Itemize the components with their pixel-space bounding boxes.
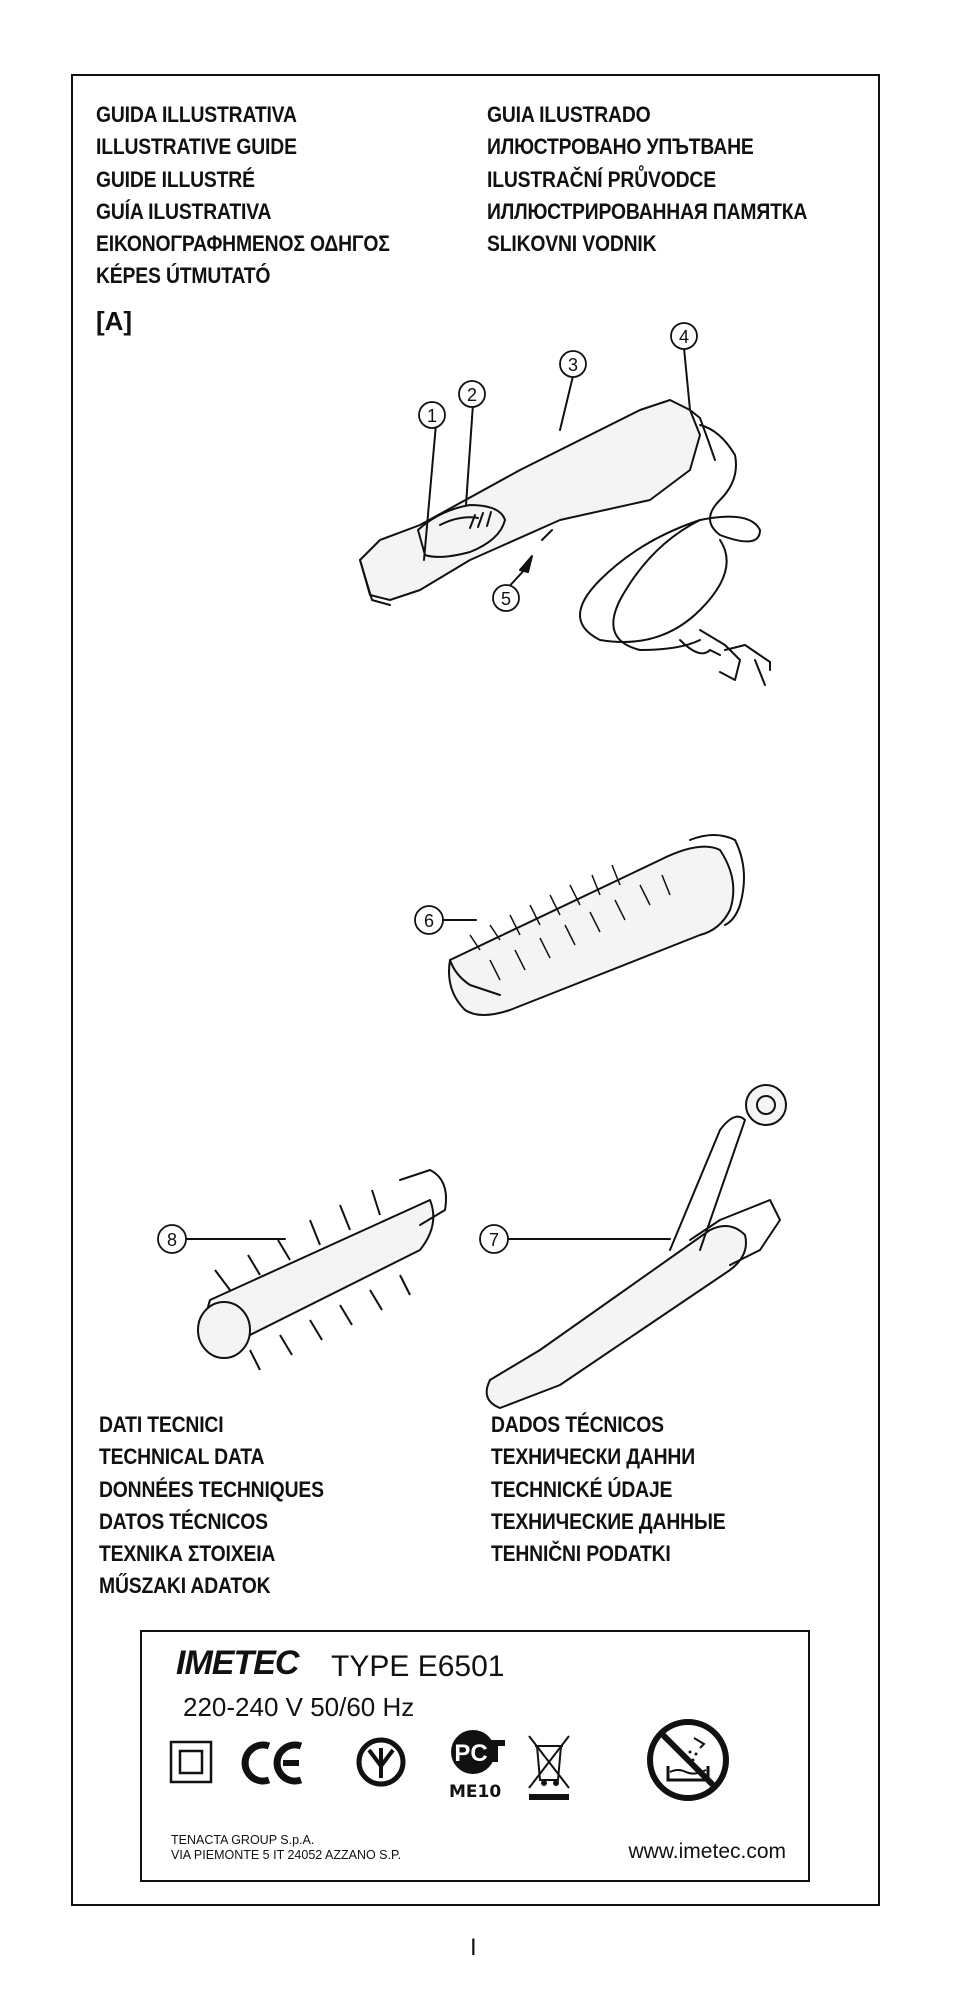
gost-pct-mark-icon: PC [451, 1730, 505, 1774]
heading-line: GUÍA ILUSTRATIVA [96, 198, 272, 224]
heading-line: ТЕХНИЧЕСКИ ДАННИ [491, 1444, 695, 1470]
callout-5: 5 [501, 589, 511, 609]
manufacturer-address: VIA PIEMONTE 5 IT 24052 AZZANO S.P. [171, 1848, 402, 1862]
bristles [469, 864, 671, 981]
callout-2: 2 [467, 385, 477, 405]
manufacturer-info: TENACTA GROUP S.p.A. VIA PIEMONTE 5 IT 2… [171, 1833, 401, 1863]
callout-circles [157, 322, 698, 1254]
svg-text:PC: PC [454, 1740, 487, 1767]
heading-line: GUIDE ILLUSTRÉ [96, 166, 255, 192]
heading-line: MŰSZAKI ADATOK [99, 1573, 271, 1599]
page-frame [71, 74, 880, 1906]
guide-headings-right: GUIA ILUSTRADO ИЛЮСТРОВАНО УПЪТВАНЕ ILUS… [487, 99, 807, 260]
website-url: www.imetec.com [628, 1840, 786, 1863]
heading-line: ILLUSTRATIVE GUIDE [96, 134, 297, 160]
heading-line: KÉPES ÚTMUTATÓ [96, 263, 271, 289]
model-type: TYPE E6501 [331, 1650, 505, 1683]
callout-6: 6 [424, 911, 434, 931]
brush-attachment-illustration [448, 834, 745, 1016]
manufacturer-name: TENACTA GROUP S.p.A. [171, 1833, 315, 1847]
guide-headings-left: GUIDA ILLUSTRATIVA ILLUSTRATIVE GUIDE GU… [96, 99, 390, 293]
heading-line: DADOS TÉCNICOS [491, 1412, 664, 1437]
power-rating: 220-240 V 50/60 Hz [183, 1692, 415, 1722]
tech-headings-right: DADOS TÉCNICOS ТЕХНИЧЕСКИ ДАННИ TECHNICK… [491, 1409, 726, 1570]
callout-1: 1 [427, 406, 437, 426]
class-ii-icon [169, 1740, 213, 1784]
heading-line: TECHNICKÉ ÚDAJE [491, 1476, 673, 1502]
tech-headings-left: DATI TECNICI TECHNICAL DATA DONNÉES TECH… [99, 1409, 324, 1603]
brand-logo: IMETEC [176, 1644, 299, 1682]
heading-line: TEHNIČNI PODATKI [491, 1541, 671, 1567]
heading-line: ТЕХНИЧЕСКИЕ ДАННЫЕ [491, 1508, 726, 1534]
round-brush-bristles [214, 1189, 411, 1371]
heading-line: DATI TECNICI [99, 1412, 224, 1437]
heading-line: DATOS TÉCNICOS [99, 1508, 268, 1534]
callout-7: 7 [489, 1230, 499, 1250]
heading-line: ИЛЮСТРОВАНО УПЪТВАНЕ [487, 134, 754, 160]
rating-label: IMETEC TYPE E6501 220-240 V 50/60 Hz PC … [140, 1630, 810, 1882]
imq-mark-icon [356, 1737, 406, 1787]
page-number: I [470, 1934, 477, 1961]
ce-mark-icon [241, 1741, 303, 1785]
hair-dryer-illustration [359, 399, 771, 686]
heading-line: GUIDA ILLUSTRATIVA [96, 102, 297, 127]
heading-line: ILUSTRAČNÍ PRŮVODCE [487, 166, 716, 192]
callout-4: 4 [679, 327, 689, 347]
cert-code: ME10 [449, 1782, 502, 1802]
weee-bin-icon [528, 1735, 570, 1800]
heading-line: GUIA ILUSTRADO [487, 102, 651, 127]
callout-3: 3 [568, 355, 578, 375]
round-brush-illustration [197, 1169, 447, 1359]
no-water-icon [647, 1719, 729, 1801]
heading-line: ΕΙΚΟΝΟΓΡΑΦΗΜΕΝΟΣ ΟΔΗΓΟΣ [96, 231, 390, 257]
heading-line: ИЛЛЮСТРИРОВАННАЯ ПАМЯТКА [487, 198, 808, 224]
section-label: [A] [96, 306, 133, 336]
heading-line: DONNÉES TECHNIQUES [99, 1476, 324, 1502]
heading-line: ΤΕΧΝΙΚΑ ΣΤΟΙΧΕΙΑ [99, 1541, 276, 1567]
heading-line: TECHNICAL DATA [99, 1444, 265, 1470]
callout-8: 8 [167, 1230, 177, 1250]
curling-attachment-illustration [485, 1084, 787, 1409]
heading-line: SLIKOVNI VODNIK [487, 231, 657, 257]
